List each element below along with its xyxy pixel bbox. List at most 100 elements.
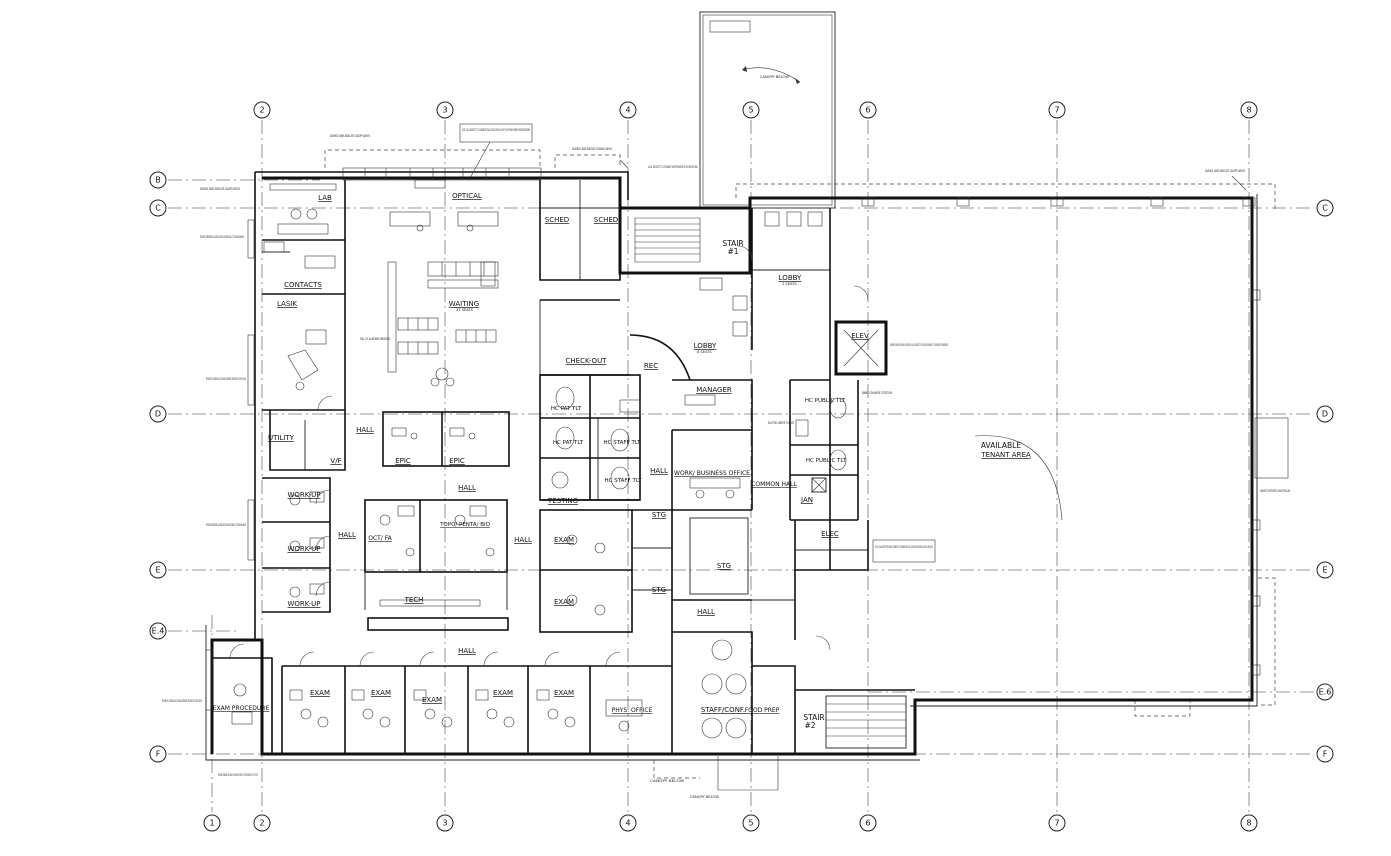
svg-text:5: 5 <box>748 106 753 115</box>
grid-bubble-row-c-right: C <box>1316 199 1334 217</box>
grid-bubble-row-b-left: B <box>149 171 167 189</box>
grid-bubble-row-e-right: E <box>1316 561 1334 579</box>
room-label-stg-2: STG <box>717 562 731 570</box>
room-label-work-up-2: WORK-UP <box>287 545 320 553</box>
note-provide-glazing-1: PROVIDE SPANDREL GLAZING W/ ENCLOSURE WA… <box>200 235 244 239</box>
grid-bubble-col-5-bottom: 5 <box>742 814 760 832</box>
note-baby-change: BABY CHANGE STATION <box>862 391 892 395</box>
svg-text:C: C <box>1322 204 1328 213</box>
note-canopy-below-bottom: CANOPY BELOW <box>650 779 685 783</box>
grid-bubble-col-2-top: 2 <box>253 101 271 119</box>
svg-text:6: 6 <box>865 819 870 828</box>
room-label-available: AVAILABLE <box>981 441 1021 450</box>
note-optical: NOTE: LOCAL ARCHITECT TO COORDINATE FINA… <box>462 128 530 132</box>
room-label-stair-2: STAIR <box>803 713 824 722</box>
note-local-architect: LOCAL ARCHITECT TO COORDINATE INCORPORAT… <box>648 165 698 169</box>
room-label-hc-pat-tlt-2: HC PAT TLT <box>553 440 584 446</box>
note-provide-glazing-3: PROVIDE SPANDREL GLAZING W/ ENCLOSURE WA… <box>206 523 246 527</box>
room-label-epic-1: EPIC <box>395 457 411 465</box>
room-label-lobby-2: LOBBY <box>779 274 802 282</box>
room-label-elev: ELEV <box>851 332 869 340</box>
svg-text:F: F <box>1323 750 1328 759</box>
note-provide-glazing-2: PROVIDE ROLL DOWN BLACK-OUT SHADE (OWNER… <box>206 377 246 381</box>
room-label-hall-1: HALL <box>356 426 374 434</box>
room-label-oct-fa: OCT/ FA <box>368 535 392 542</box>
room-label-hc-staff-tlt-1: HC STAFF TLT <box>603 440 641 446</box>
note-elevator: MACHINE ROOMLESS HYDRAULIC ELEVATOR. LOC… <box>890 343 948 347</box>
svg-text:E.4: E.4 <box>152 627 165 636</box>
note-mechanical: NOTE: LOCAL ARCHITECT/ MECHANICAL ENGINE… <box>875 545 933 549</box>
room-label-exam-2: EXAM <box>554 598 574 606</box>
room-label-waiting-seats: 37 SEATS <box>456 308 474 312</box>
svg-text:B: B <box>155 176 161 185</box>
svg-text:E: E <box>155 566 160 575</box>
room-label-exam-5: EXAM <box>422 696 442 704</box>
room-label-hall-4: HALL <box>514 536 532 544</box>
grid-bubble-col-7-top: 7 <box>1048 101 1066 119</box>
grid-bubble-col-4-bottom: 4 <box>619 814 637 832</box>
svg-text:3: 3 <box>442 819 447 828</box>
note-full-ht: FULL HT. ALUMINUM WINDOWS <box>360 337 390 341</box>
grid-bubble-col-3-bottom: 3 <box>436 814 454 832</box>
room-label-testing: TESTING <box>547 497 578 505</box>
room-labels: LAB OPTICAL CONTACTS LASIK WAITING 37 SE… <box>213 192 1063 730</box>
svg-text:D: D <box>1322 410 1328 419</box>
top-canopy: CANOPY BELOW <box>699 11 836 209</box>
room-label-sched-1: SCHED <box>545 216 569 224</box>
canopy-dashed-outlines <box>324 149 1289 791</box>
room-label-optical: OPTICAL <box>452 192 482 200</box>
note-provide-glazing-5: PROVIDE SPANDREL GLAZING AT LOWER SECTIO… <box>218 773 258 777</box>
grid-bubbles: 2 3 4 5 6 7 8 1 2 3 4 5 6 7 8 B C D E E.… <box>149 101 1334 832</box>
room-label-exam-3: EXAM <box>310 689 330 697</box>
svg-text:C: C <box>155 204 161 213</box>
exterior-walls <box>205 167 1261 761</box>
room-label-rec: REC <box>644 362 658 370</box>
svg-text:8: 8 <box>1246 106 1251 115</box>
svg-text:7: 7 <box>1054 106 1059 115</box>
interior-walls <box>212 180 915 754</box>
room-label-epic-2: EPIC <box>449 457 465 465</box>
room-label-tech: TECH <box>404 596 424 604</box>
room-label-stg-1: STG <box>652 511 666 519</box>
room-label-hall-7: HALL <box>697 608 715 616</box>
svg-text:3: 3 <box>442 106 447 115</box>
room-label-lobby-2-seats: 2 SEATS <box>782 282 797 286</box>
svg-text:1: 1 <box>209 819 214 828</box>
door-swings <box>229 245 869 667</box>
note-dashed-lines-4: DASHED LINES INDICATE CANOPY ABOVE <box>1205 169 1245 173</box>
room-label-lab: LAB <box>318 194 332 202</box>
room-label-contacts: CONTACTS <box>284 281 322 289</box>
grid-bubble-row-f-right: F <box>1316 745 1334 763</box>
room-label-exam-7: EXAM <box>554 689 574 697</box>
room-label-hall-5: HALL <box>458 647 476 655</box>
room-label-work-business: WORK/ BUSINESS OFFICE <box>674 470 750 477</box>
grid-bubble-col-7-bottom: 7 <box>1048 814 1066 832</box>
room-label-stair-2-num: #2 <box>804 721 815 730</box>
bottom-exam-chairs <box>231 683 576 728</box>
room-label-sched-2: SCHED <box>594 216 618 224</box>
room-label-exam-1: EXAM <box>554 536 574 544</box>
room-label-exam-4: EXAM <box>371 689 391 697</box>
grid-bubble-row-e6-right: E.6 <box>1316 683 1334 701</box>
svg-text:2: 2 <box>259 819 264 828</box>
svg-text:D: D <box>155 410 161 419</box>
room-label-hall-6: HALL <box>650 467 668 475</box>
grid-bubble-col-1-bottom: 1 <box>203 814 221 832</box>
room-label-check-out: CHECK-OUT <box>566 357 608 365</box>
note-provide-glazing-4: PROVIDE ROLL DOWN BLACK-OUT SHADE (OWNER… <box>162 699 202 703</box>
room-label-common-hall: COMMON HALL <box>751 481 797 488</box>
room-label-hall-3: HALL <box>338 531 356 539</box>
svg-text:4: 4 <box>625 819 630 828</box>
room-label-hc-public-tlt-2: HC PUBLIC TLT <box>806 458 847 464</box>
grid-bubble-row-e4-left: E.4 <box>149 622 167 640</box>
grid-bubble-row-c-left: C <box>149 199 167 217</box>
svg-text:6: 6 <box>865 106 870 115</box>
note-electric-water: ELECTRIC WATER COOLER <box>768 421 794 425</box>
room-label-tenant-area: TENANT AREA <box>980 451 1031 459</box>
grid-bubble-col-8-bottom: 8 <box>1240 814 1258 832</box>
note-dashed-lines-3: DASHED LINES INDICATE CANOPY ABOVE <box>200 187 240 191</box>
room-label-jan: JAN <box>800 496 813 504</box>
svg-text:7: 7 <box>1054 819 1059 828</box>
room-label-work-up-3: WORK-UP <box>287 600 320 608</box>
grid-bubble-row-e-left: E <box>149 561 167 579</box>
